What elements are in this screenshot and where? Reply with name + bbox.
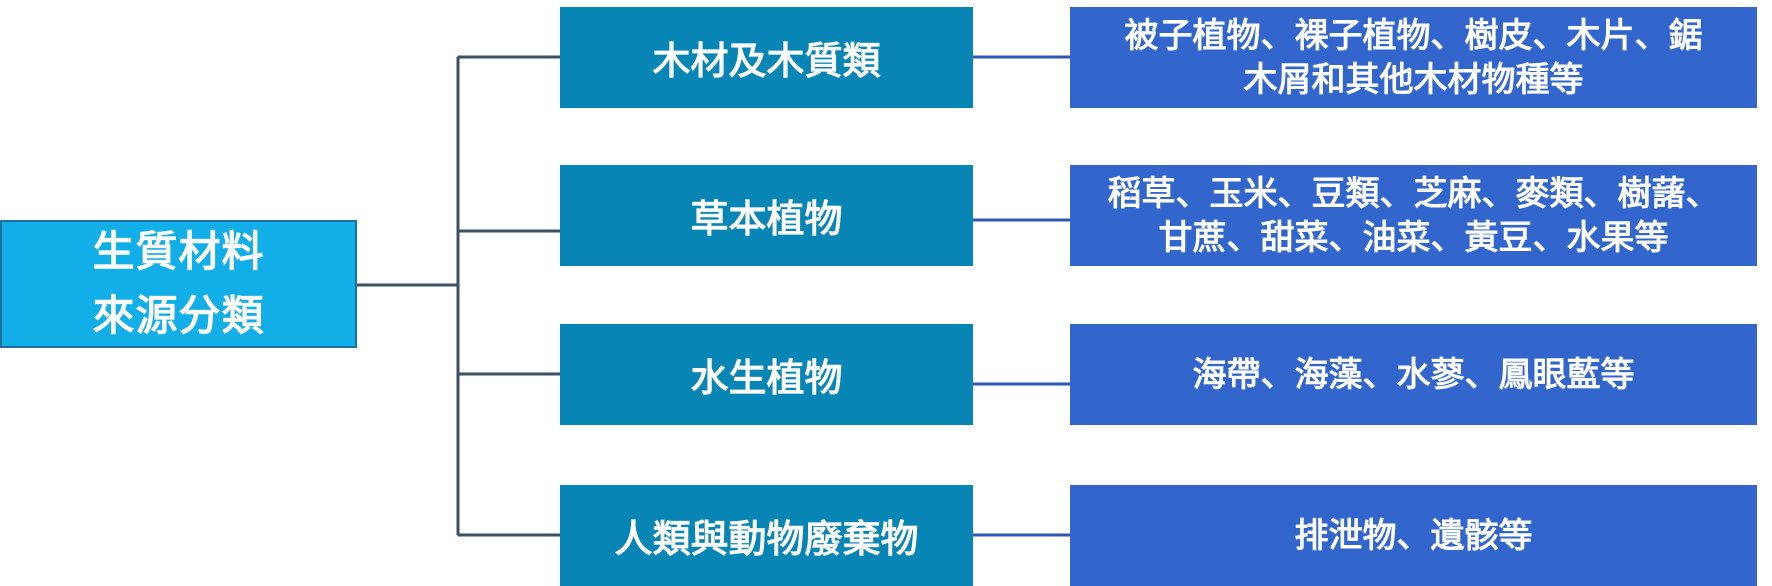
category-node-wood: 木材及木質類 [560, 7, 973, 108]
category-node-waste: 人類與動物廢棄物 [560, 485, 973, 586]
category-label: 水生植物 [690, 356, 843, 400]
category-node-herbaceous: 草本植物 [560, 165, 973, 266]
category-label: 人類與動物廢棄物 [614, 517, 919, 561]
example-line-1: 排泄物、遺骸等 [1294, 515, 1533, 556]
root-label-line-1: 生質材料 [92, 227, 265, 276]
root-node: 生質材料 來源分類 [0, 220, 357, 348]
example-line-2: 甘蔗、甜菜、油菜、黃豆、水果等 [1158, 217, 1669, 258]
example-line-1: 稻草、玉米、豆類、芝麻、麥類、樹藷、 [1107, 173, 1720, 214]
example-node-aquatic: 海帶、海藻、水蓼、鳳眼藍等 [1070, 324, 1757, 425]
example-line-1: 海帶、海藻、水蓼、鳳眼藍等 [1192, 354, 1635, 395]
category-label: 木材及木質類 [652, 39, 881, 83]
category-label: 草本植物 [690, 197, 843, 241]
example-node-herbaceous: 稻草、玉米、豆類、芝麻、麥類、樹藷、 甘蔗、甜菜、油菜、黃豆、水果等 [1070, 165, 1757, 266]
category-node-aquatic: 水生植物 [560, 324, 973, 425]
root-label-line-2: 來源分類 [92, 291, 265, 340]
example-line-1: 被子植物、裸子植物、樹皮、木片、鋸 [1124, 15, 1703, 56]
example-node-wood: 被子植物、裸子植物、樹皮、木片、鋸 木屑和其他木材物種等 [1070, 7, 1757, 108]
example-node-waste: 排泄物、遺骸等 [1070, 485, 1757, 586]
example-line-2: 木屑和其他木材物種等 [1243, 59, 1584, 100]
